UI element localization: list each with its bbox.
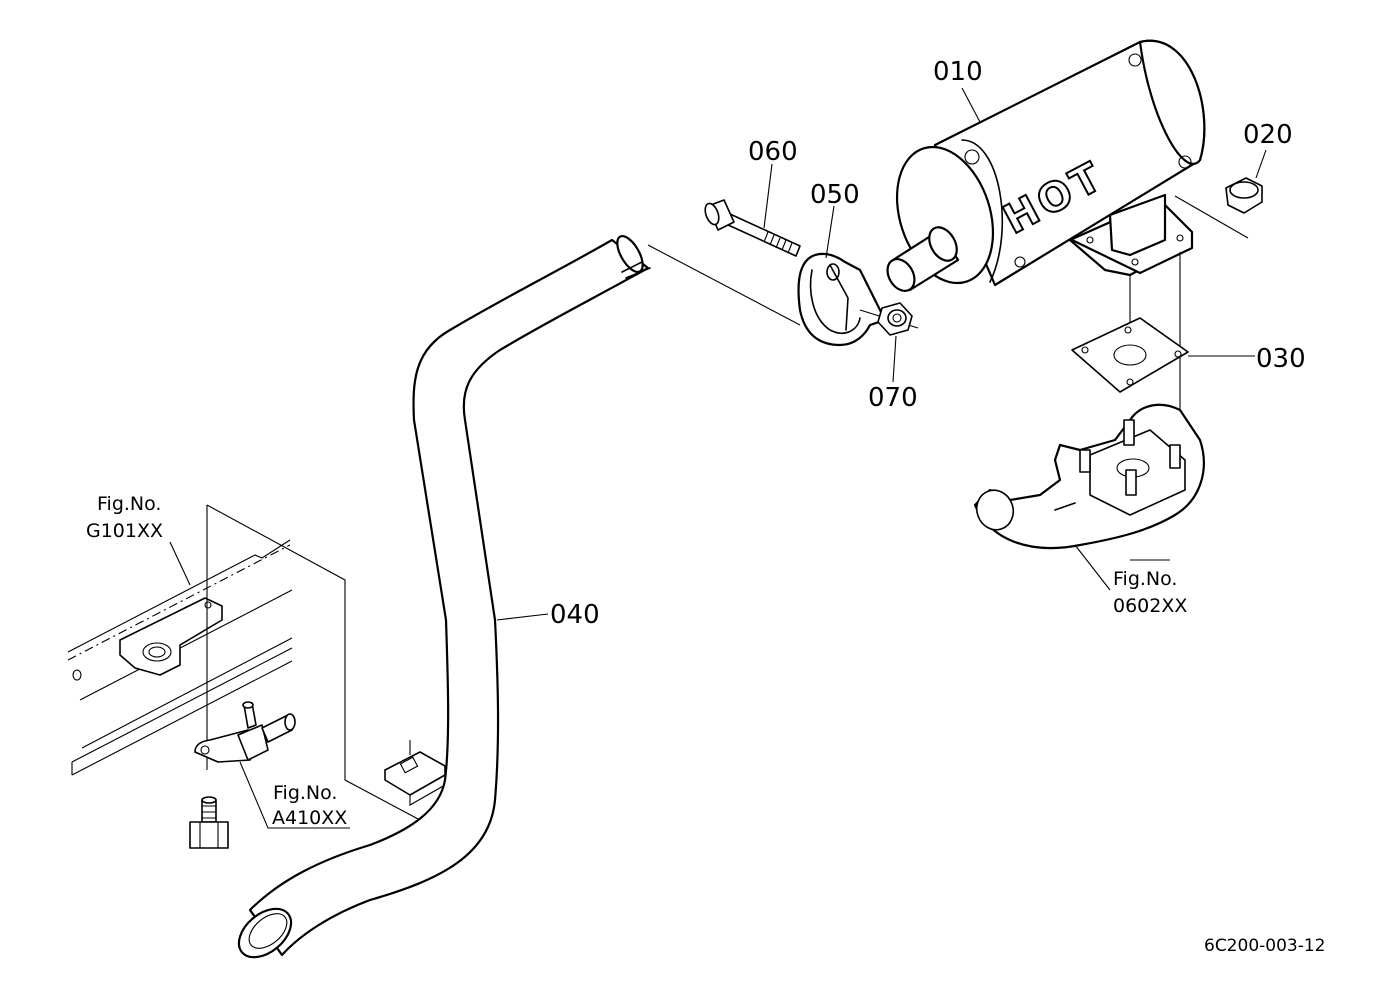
part-label-020: 020 — [1243, 120, 1293, 150]
fig-ref-number: 0602XX — [1113, 595, 1187, 617]
fig-ref-prefix: Fig.No. — [1113, 568, 1177, 590]
fitting-assembly — [189, 701, 296, 849]
pipe-clamp — [797, 252, 919, 347]
figure-ref-0602xx: Fig.No. 0602XX — [1113, 568, 1187, 617]
muffler: HOT — [886, 39, 1206, 292]
clamp-nut — [877, 302, 913, 336]
fig-ref-prefix: Fig.No. — [97, 493, 161, 515]
figure-ref-a410xx: Fig.No. A410XX — [239, 761, 350, 829]
frame-rail-assembly — [67, 539, 293, 776]
part-label-060: 060 — [748, 137, 798, 167]
fig-ref-number: A410XX — [272, 807, 347, 829]
part-label-040: 040 — [550, 600, 600, 630]
clamp-bolt — [704, 199, 801, 257]
figure-ref-g101xx: Fig.No. G101XX — [86, 493, 191, 586]
flange-nut — [1174, 177, 1263, 239]
part-label-070: 070 — [868, 383, 918, 413]
exhaust-pipe — [237, 235, 801, 959]
exhaust-manifold — [973, 403, 1205, 591]
part-label-030: 030 — [1256, 344, 1306, 374]
drawing-code: 6C200-003-12 — [1204, 936, 1325, 956]
assembly-lines-left — [206, 504, 421, 821]
fig-ref-prefix: Fig.No. — [273, 782, 337, 804]
part-labels: 010 020 030 040 050 060 070 — [496, 57, 1306, 630]
part-label-010: 010 — [933, 57, 983, 87]
stud-bolts — [1079, 419, 1181, 496]
fig-ref-number: G101XX — [86, 520, 163, 542]
part-label-050: 050 — [810, 180, 860, 210]
